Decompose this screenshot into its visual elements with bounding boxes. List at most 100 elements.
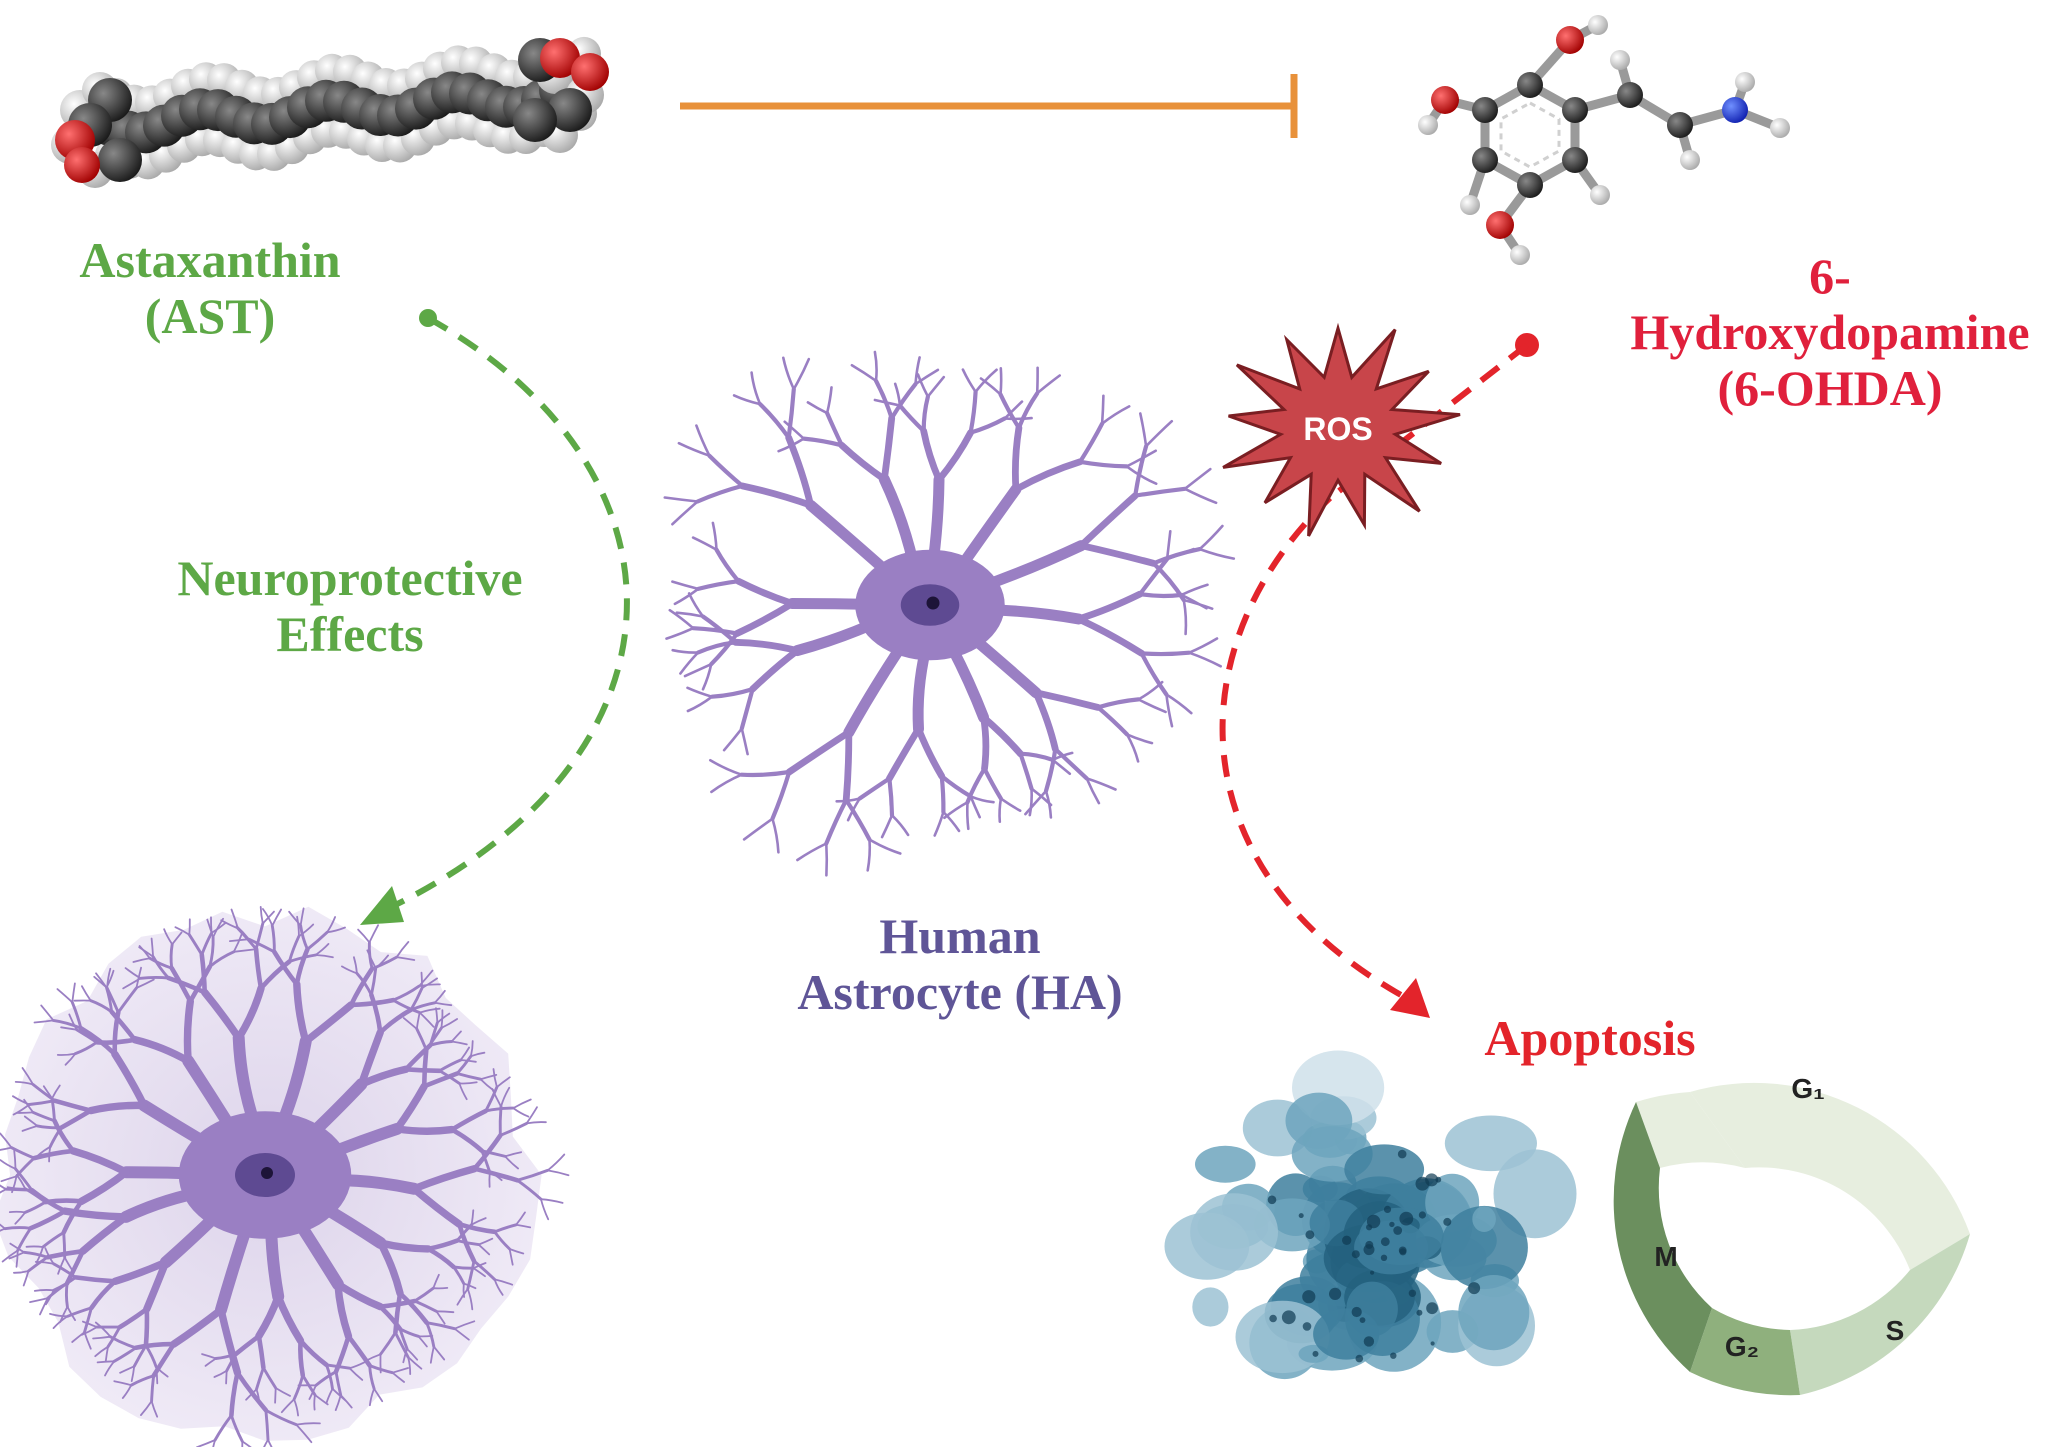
astrocyte-process	[698, 581, 738, 589]
astaxanthin-label-line: Astaxanthin	[40, 232, 380, 288]
atom-sphere	[571, 53, 609, 91]
astrocyte-process	[971, 392, 976, 433]
astrocyte-process	[967, 802, 968, 829]
astrocyte-process	[40, 1298, 48, 1314]
apoptotic-fragment	[1445, 1116, 1537, 1172]
astrocyte-process	[141, 977, 169, 978]
astrocyte-process	[1167, 531, 1170, 559]
apoptotic-body	[1389, 1222, 1394, 1227]
hydrogen-atom	[1590, 185, 1610, 205]
atom-sphere	[98, 138, 142, 182]
carbon-atom	[1562, 97, 1588, 123]
astrocyte-process	[1015, 428, 1019, 490]
astrocyte-process	[673, 650, 698, 652]
astrocyte-process	[369, 925, 378, 942]
apoptotic-body	[1299, 1213, 1304, 1218]
apoptotic-body	[1306, 1230, 1315, 1239]
astrocyte-process	[1036, 693, 1098, 708]
human-astrocyte-label-line: Astrocyte (HA)	[740, 964, 1180, 1020]
apoptotic-body	[1342, 1236, 1351, 1245]
astrocyte-process	[1080, 424, 1102, 462]
astrocyte-process	[5, 1228, 31, 1229]
apoptotic-fragment	[1190, 1193, 1278, 1271]
astrocyte-process	[783, 358, 794, 389]
oxygen-atom	[1556, 26, 1584, 54]
astrocyte-process	[928, 377, 944, 397]
astrocyte-process	[827, 387, 831, 413]
astrocyte-process	[30, 1298, 48, 1302]
astrocyte-process	[1200, 526, 1223, 549]
astrocyte-process	[1036, 693, 1055, 749]
astrocyte-process	[672, 582, 698, 589]
astrocyte-process	[709, 456, 742, 486]
astrocyte-process	[10, 1212, 25, 1213]
astrocyte-process	[773, 819, 779, 853]
apoptotic-body	[1303, 1322, 1312, 1331]
apoptotic-body	[1356, 1355, 1364, 1363]
astrocyte-process	[82, 986, 91, 1000]
astrocyte-process	[934, 480, 940, 560]
astrocyte-process	[300, 1341, 302, 1376]
apoptosis-label: Apoptosis	[1440, 1010, 1740, 1066]
nitrogen-atom	[1722, 97, 1748, 123]
astrocyte-process	[860, 779, 890, 799]
aromatic-ring	[1501, 103, 1559, 167]
astrocyte-process	[436, 1311, 453, 1312]
astrocyte-process	[884, 418, 891, 479]
astrocyte-process	[698, 486, 743, 502]
astrocyte-process	[744, 819, 772, 840]
hydrogen-atom	[1610, 50, 1630, 70]
apoptotic-body	[1393, 1226, 1402, 1235]
6-ohda-label-line: (6-OHDA)	[1600, 360, 2056, 416]
astrocyte-process	[1140, 594, 1182, 596]
astrocyte-process	[773, 772, 790, 819]
carbon-atom	[1617, 82, 1643, 108]
apoptotic-body	[1390, 1353, 1396, 1359]
astrocyte-process	[187, 1001, 190, 1061]
astrocyte-process	[1140, 414, 1146, 447]
apoptotic-body	[1381, 1237, 1390, 1246]
astrocyte-process	[454, 1267, 474, 1268]
astrocyte-process	[942, 776, 944, 812]
apoptotic-body	[1313, 1351, 1319, 1357]
apoptotic-body	[1352, 1307, 1362, 1317]
apoptotic-body	[1370, 1271, 1374, 1275]
astrocyte-process	[919, 729, 942, 776]
apoptotic-body	[1365, 1241, 1373, 1249]
astrocyte-process	[846, 732, 849, 800]
astrocyte-process	[852, 365, 876, 381]
apoptotic-body	[1384, 1206, 1391, 1213]
astrocyte-process	[895, 384, 900, 406]
astrocyte-process	[924, 431, 939, 480]
astrocyte-process	[1166, 695, 1191, 714]
carbon-atom	[1472, 147, 1498, 173]
astrocyte-process	[742, 689, 753, 729]
astrocyte-process	[66, 1283, 67, 1306]
astrocyte-process	[242, 1441, 243, 1447]
hydrogen-atom	[1680, 150, 1700, 170]
astrocyte-process	[677, 613, 703, 617]
astrocyte-process	[513, 1100, 531, 1109]
phase-g1-label: G₁	[1791, 1073, 1824, 1104]
astrocyte-process	[541, 1199, 563, 1203]
astrocyte-process	[1030, 789, 1032, 816]
carbon-atom	[1517, 172, 1543, 198]
astrocyte-process	[1102, 396, 1103, 424]
apoptotic-body	[1367, 1215, 1380, 1228]
apoptotic-fragment	[1344, 1144, 1424, 1194]
astrocyte-process	[202, 955, 205, 993]
apoptotic-body	[1399, 1247, 1407, 1255]
astrocyte-process	[1166, 695, 1172, 727]
astrocyte-process	[713, 523, 717, 550]
astrocyte-process	[939, 433, 971, 480]
astrocyte-process	[1102, 406, 1129, 423]
astrocyte-process	[1016, 462, 1080, 490]
astrocyte-process	[689, 593, 703, 616]
astrocyte-process	[1020, 754, 1031, 789]
neuroprotective-label: Neuroprotective Effects	[140, 550, 560, 662]
astrocyte-process	[1001, 368, 1002, 394]
apoptotic-body	[1360, 1317, 1366, 1323]
astrocyte-process	[884, 479, 913, 562]
phase-g2-label: G₂	[1725, 1331, 1759, 1362]
astrocyte-process	[64, 1233, 65, 1258]
